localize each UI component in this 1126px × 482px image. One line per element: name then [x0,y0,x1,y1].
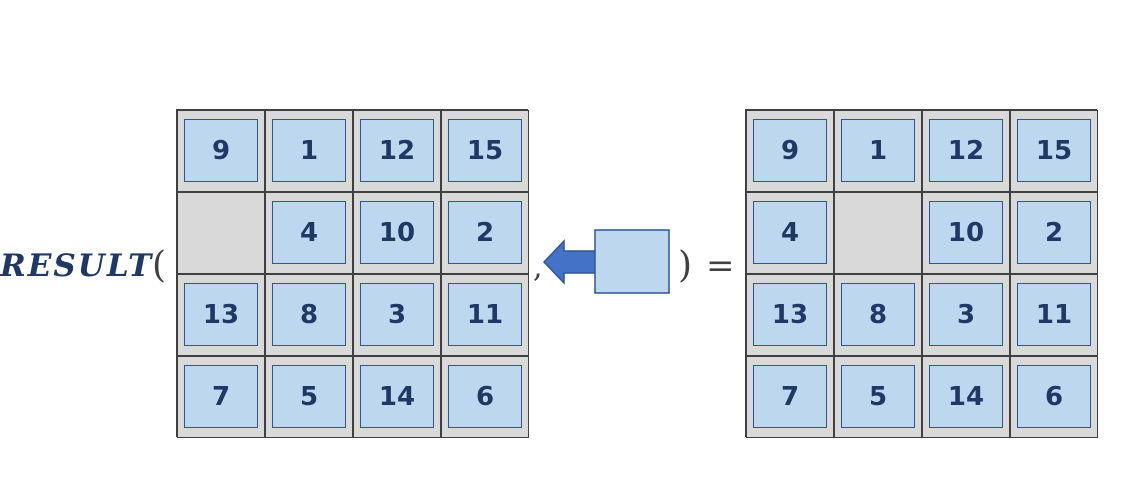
tile-2: 2 [1017,201,1091,264]
tile-14: 14 [929,365,1003,428]
board-cell: 7 [177,356,265,438]
tile-15: 15 [448,119,522,182]
comma: , [533,250,543,285]
board-cell: 12 [353,110,441,192]
tile-1: 1 [272,119,346,182]
board-cell: 9 [746,110,834,192]
board-cell: 7 [746,356,834,438]
tile-5: 5 [272,365,346,428]
equals-sign: = [706,246,735,286]
board-cell: 11 [1010,274,1098,356]
board-cell: 14 [353,356,441,438]
tile-13: 13 [184,283,258,346]
board-cell: 3 [353,274,441,356]
tile-6: 6 [448,365,522,428]
board-cell: 5 [834,356,922,438]
empty-cell [834,192,922,274]
board-cell: 1 [265,110,353,192]
board-cell: 15 [1010,110,1098,192]
board-cell: 14 [922,356,1010,438]
tile-8: 8 [272,283,346,346]
tile-11: 11 [1017,283,1091,346]
tile-7: 7 [753,365,827,428]
empty-cell [177,192,265,274]
board-cell: 15 [441,110,529,192]
board-cell: 10 [922,192,1010,274]
action-move-left [542,229,670,294]
board-cell: 4 [746,192,834,274]
tile-1: 1 [841,119,915,182]
tile-3: 3 [360,283,434,346]
left-arrow-icon [542,239,599,285]
tile-8: 8 [841,283,915,346]
board-cell: 11 [441,274,529,356]
tile-10: 10 [929,201,1003,264]
board-cell: 6 [1010,356,1098,438]
tile-12: 12 [929,119,1003,182]
board-cell: 13 [746,274,834,356]
board-cell: 3 [922,274,1010,356]
board-cell: 9 [177,110,265,192]
board-cell: 6 [441,356,529,438]
tile-9: 9 [184,119,258,182]
tile-5: 5 [841,365,915,428]
result-function-label: RESULT [0,248,154,284]
tile-11: 11 [448,283,522,346]
tile-14: 14 [360,365,434,428]
board-cell: 5 [265,356,353,438]
tile-13: 13 [753,283,827,346]
tile-4: 4 [272,201,346,264]
open-paren: ( [152,245,167,286]
action-tile [594,229,670,294]
board-cell: 1 [834,110,922,192]
board-cell: 4 [265,192,353,274]
tile-7: 7 [184,365,258,428]
board-cell: 2 [1010,192,1098,274]
tile-12: 12 [360,119,434,182]
tile-15: 15 [1017,119,1091,182]
board-cell: 10 [353,192,441,274]
board-cell: 13 [177,274,265,356]
board-cell: 8 [834,274,922,356]
tile-9: 9 [753,119,827,182]
board-cell: 8 [265,274,353,356]
close-paren: ) [678,245,693,286]
tile-3: 3 [929,283,1003,346]
tile-10: 10 [360,201,434,264]
tile-6: 6 [1017,365,1091,428]
board-cell: 2 [441,192,529,274]
tile-2: 2 [448,201,522,264]
tile-4: 4 [753,201,827,264]
board-cell: 12 [922,110,1010,192]
